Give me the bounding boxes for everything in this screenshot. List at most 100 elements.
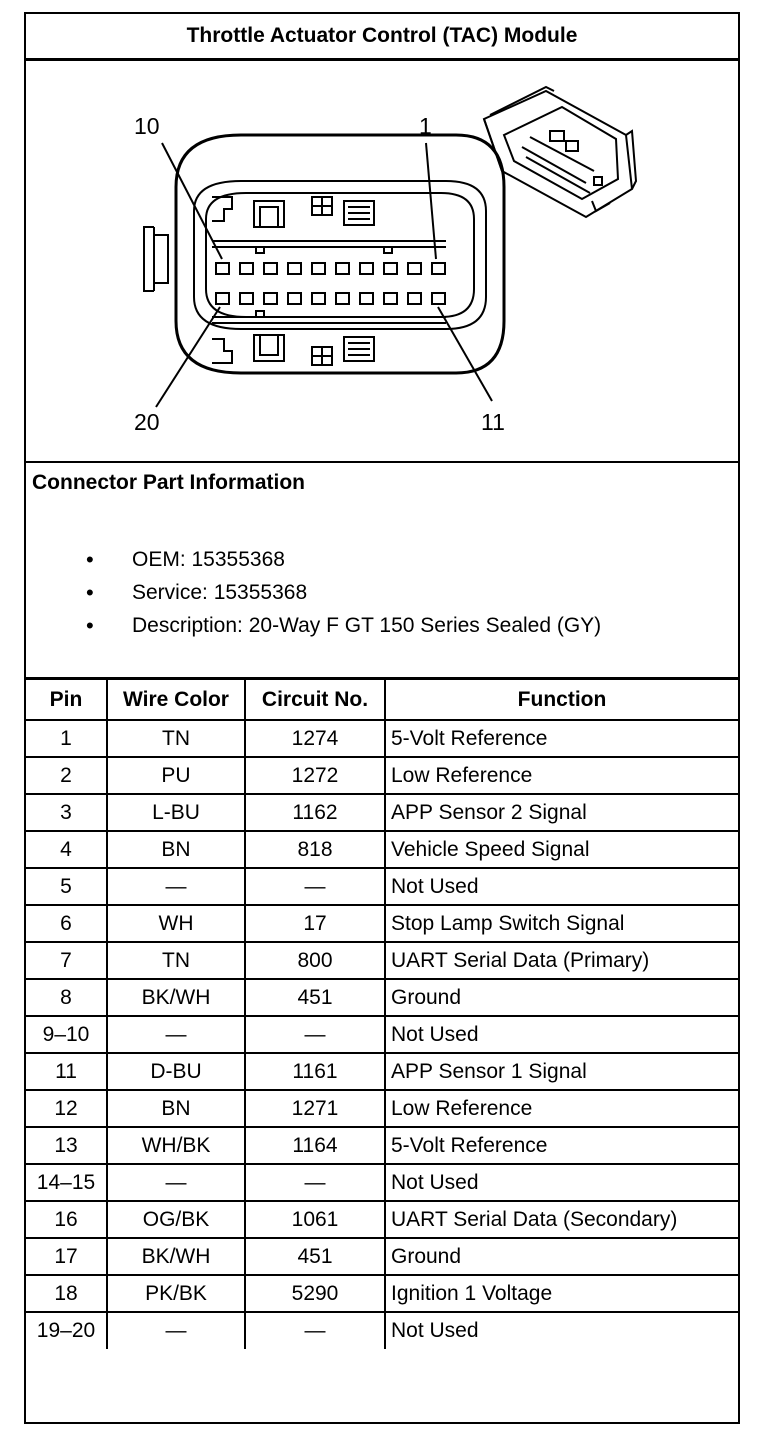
circuit-cell: 451 — [244, 1237, 386, 1276]
wire-color-cell: TN — [106, 941, 246, 980]
circuit-cell: 1161 — [244, 1052, 386, 1091]
connector-diagram: 10 1 20 11 — [26, 61, 738, 463]
wire-color-cell: TN — [106, 719, 246, 758]
pin-cell: 18 — [26, 1274, 108, 1313]
wire-color-cell: PK/BK — [106, 1274, 246, 1313]
pin-label-1: 1 — [419, 113, 432, 139]
table-header-row: Pin Wire Color Circuit No. Function — [26, 680, 738, 721]
wire-color-cell: WH — [106, 904, 246, 943]
pinout-sheet: Throttle Actuator Control (TAC) Module — [24, 12, 740, 1424]
bullet-icon: • — [86, 613, 94, 638]
bullet-icon: • — [86, 580, 94, 605]
wire-color-cell: BK/WH — [106, 978, 246, 1017]
pin-cell: 3 — [26, 793, 108, 832]
table-row: 5——Not Used — [26, 867, 738, 906]
wire-color-cell: BK/WH — [106, 1237, 246, 1276]
pin-cell: 2 — [26, 756, 108, 795]
pin-cell: 8 — [26, 978, 108, 1017]
function-cell: Not Used — [384, 867, 738, 906]
function-cell: UART Serial Data (Secondary) — [384, 1200, 738, 1239]
function-cell: Not Used — [384, 1163, 738, 1202]
table-row: 14–15——Not Used — [26, 1163, 738, 1202]
wire-color-cell: L-BU — [106, 793, 246, 832]
wire-color-cell: BN — [106, 830, 246, 869]
pin-cell: 5 — [26, 867, 108, 906]
function-cell: Low Reference — [384, 1089, 738, 1128]
circuit-cell: 800 — [244, 941, 386, 980]
bullet-icon: • — [86, 547, 94, 572]
table-row: 9–10——Not Used — [26, 1015, 738, 1054]
connector-description: Description: 20-Way F GT 150 Series Seal… — [132, 614, 602, 637]
function-cell: Ground — [384, 978, 738, 1017]
pin-cell: 6 — [26, 904, 108, 943]
pin-cell: 9–10 — [26, 1015, 108, 1054]
wire-color-cell: BN — [106, 1089, 246, 1128]
pin-cell: 14–15 — [26, 1163, 108, 1202]
header-circuit-no: Circuit No. — [244, 680, 386, 721]
connector-face-drawing — [143, 85, 638, 408]
pin-cell: 7 — [26, 941, 108, 980]
page-title: Throttle Actuator Control (TAC) Module — [26, 14, 738, 61]
pin-label-20: 20 — [134, 409, 160, 435]
header-pin: Pin — [26, 680, 108, 721]
circuit-cell: 1061 — [244, 1200, 386, 1239]
function-cell: Low Reference — [384, 756, 738, 795]
header-function: Function — [384, 680, 738, 721]
circuit-cell: 1271 — [244, 1089, 386, 1128]
pin-cell: 1 — [26, 719, 108, 758]
connector-info-list: • OEM: 15355368 • Service: 15355368 • Descr… — [86, 543, 601, 642]
function-cell: Not Used — [384, 1311, 738, 1349]
pin-cell: 4 — [26, 830, 108, 869]
pin-label-10: 10 — [134, 113, 160, 139]
function-cell: Vehicle Speed Signal — [384, 830, 738, 869]
wire-color-cell: — — [106, 1015, 246, 1054]
wire-color-cell: PU — [106, 756, 246, 795]
header-wire-color: Wire Color — [106, 680, 246, 721]
wire-color-cell: — — [106, 867, 246, 906]
circuit-cell: — — [244, 867, 386, 906]
circuit-cell: 1164 — [244, 1126, 386, 1165]
function-cell: UART Serial Data (Primary) — [384, 941, 738, 980]
pin-cell: 17 — [26, 1237, 108, 1276]
wire-color-cell: OG/BK — [106, 1200, 246, 1239]
circuit-cell: — — [244, 1163, 386, 1202]
pin-cell: 19–20 — [26, 1311, 108, 1349]
list-item: • Description: 20-Way F GT 150 Series Sea… — [86, 609, 601, 642]
circuit-cell: 1274 — [244, 719, 386, 758]
service-part-number: Service: 15355368 — [132, 581, 308, 604]
circuit-cell: — — [244, 1015, 386, 1054]
circuit-cell: — — [244, 1311, 386, 1349]
function-cell: Not Used — [384, 1015, 738, 1054]
circuit-cell: 818 — [244, 830, 386, 869]
wire-color-cell: — — [106, 1311, 246, 1349]
circuit-cell: 17 — [244, 904, 386, 943]
wire-color-cell: WH/BK — [106, 1126, 246, 1165]
pin-label-11: 11 — [481, 409, 505, 435]
function-cell: 5-Volt Reference — [384, 1126, 738, 1165]
function-cell: Stop Lamp Switch Signal — [384, 904, 738, 943]
pin-cell: 16 — [26, 1200, 108, 1239]
pin-cell: 13 — [26, 1126, 108, 1165]
wire-color-cell: — — [106, 1163, 246, 1202]
pin-cell: 12 — [26, 1089, 108, 1128]
oem-part-number: OEM: 15355368 — [132, 548, 285, 571]
circuit-cell: 1162 — [244, 793, 386, 832]
connector-iso-view — [482, 85, 638, 219]
list-item: • OEM: 15355368 — [86, 543, 601, 576]
function-cell: Ground — [384, 1237, 738, 1276]
circuit-cell: 451 — [244, 978, 386, 1017]
function-cell: APP Sensor 1 Signal — [384, 1052, 738, 1091]
function-cell: 5-Volt Reference — [384, 719, 738, 758]
table-row: 19–20——Not Used — [26, 1311, 738, 1349]
